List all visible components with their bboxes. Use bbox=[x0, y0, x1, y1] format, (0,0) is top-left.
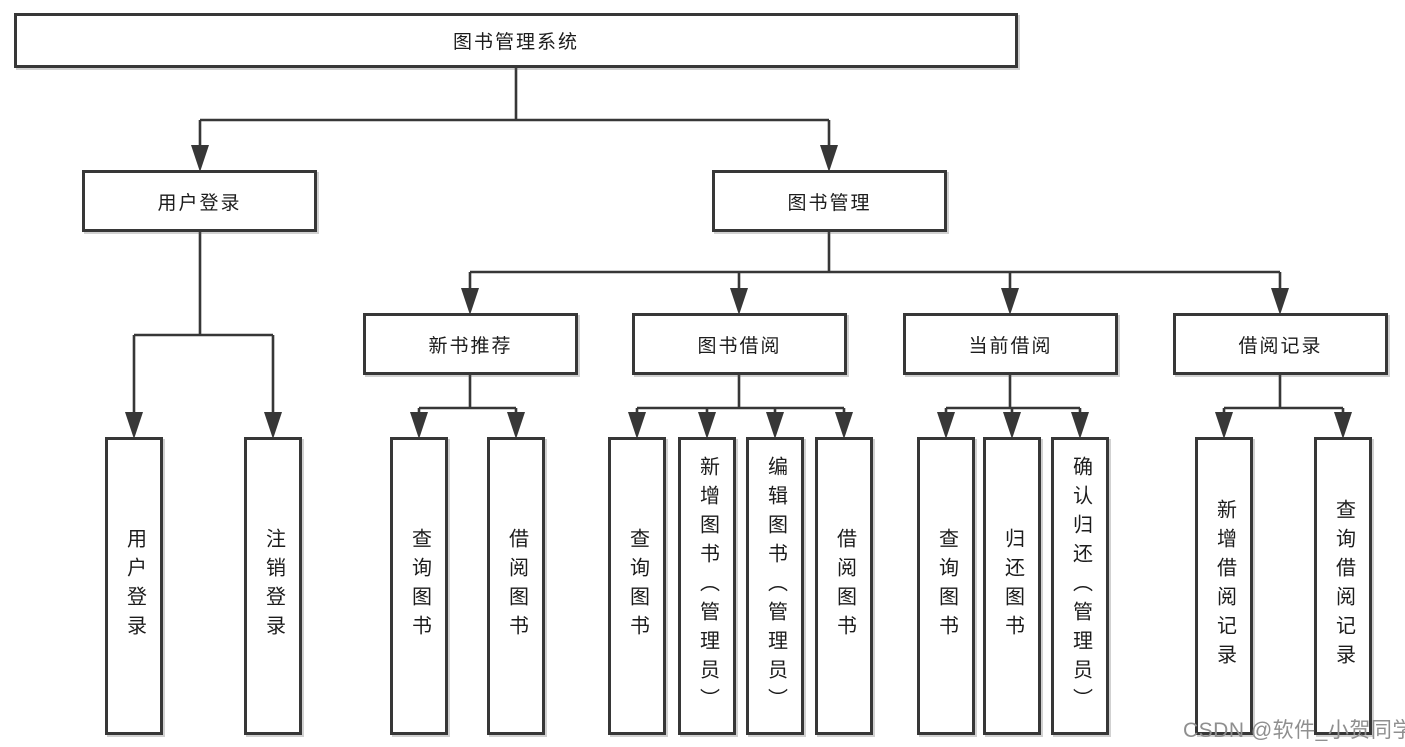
node-current-borrowing: 当前借阅 bbox=[903, 313, 1118, 375]
leaf-borrowing-add-books-admin: 新增图书（管理员） bbox=[678, 437, 736, 735]
node-new-book-recommendation: 新书推荐 bbox=[363, 313, 578, 375]
node-label: 用户登录 bbox=[157, 192, 242, 214]
leaf-current-query-books: 查询图书 bbox=[917, 437, 975, 735]
leaf-borrowing-query-books: 查询图书 bbox=[608, 437, 666, 735]
node-book-management: 图书管理 bbox=[712, 170, 947, 232]
node-label: 确认归还（管理员） bbox=[1069, 455, 1092, 717]
node-label: 当前借阅 bbox=[968, 335, 1053, 357]
node-book-borrowing: 图书借阅 bbox=[632, 313, 847, 375]
leaf-records-add-borrow-record: 新增借阅记录 bbox=[1195, 437, 1253, 735]
node-label: 查询借阅记录 bbox=[1332, 499, 1355, 673]
node-label: 图书管理 bbox=[787, 192, 872, 214]
node-label: 新书推荐 bbox=[428, 335, 513, 357]
leaf-current-return-books: 归还图书 bbox=[983, 437, 1041, 735]
node-label: 查询图书 bbox=[935, 528, 958, 644]
leaf-logout-login: 注销登录 bbox=[244, 437, 302, 735]
node-label: 借阅记录 bbox=[1238, 335, 1323, 357]
node-label: 新增图书（管理员） bbox=[696, 455, 719, 717]
node-label: 借阅图书 bbox=[505, 528, 528, 644]
node-label: 新增借阅记录 bbox=[1213, 499, 1236, 673]
node-label: 图书管理系统 bbox=[452, 32, 579, 53]
leaf-records-query-borrow-record: 查询借阅记录 bbox=[1314, 437, 1372, 735]
watermark-csdn: CSDN @软件_小贺同学 bbox=[1183, 719, 1405, 742]
node-label: 查询图书 bbox=[626, 528, 649, 644]
node-label: 用户登录 bbox=[123, 528, 146, 644]
node-label: 图书借阅 bbox=[697, 335, 782, 357]
leaf-borrowing-edit-books-admin: 编辑图书（管理员） bbox=[746, 437, 804, 735]
leaf-user-login: 用户登录 bbox=[105, 437, 163, 735]
node-library-management-system: 图书管理系统 bbox=[14, 13, 1018, 68]
node-label: 查询图书 bbox=[408, 528, 431, 644]
node-label: 注销登录 bbox=[262, 528, 285, 644]
node-borrowing-records: 借阅记录 bbox=[1173, 313, 1388, 375]
node-label: 编辑图书（管理员） bbox=[764, 455, 787, 717]
leaf-borrowing-borrow-books: 借阅图书 bbox=[815, 437, 873, 735]
node-label: 借阅图书 bbox=[833, 528, 856, 644]
leaf-recommend-borrow-books: 借阅图书 bbox=[487, 437, 545, 735]
node-label: 归还图书 bbox=[1001, 528, 1024, 644]
leaf-recommend-query-books: 查询图书 bbox=[390, 437, 448, 735]
leaf-current-confirm-return-admin: 确认归还（管理员） bbox=[1051, 437, 1109, 735]
node-user-login: 用户登录 bbox=[82, 170, 317, 232]
